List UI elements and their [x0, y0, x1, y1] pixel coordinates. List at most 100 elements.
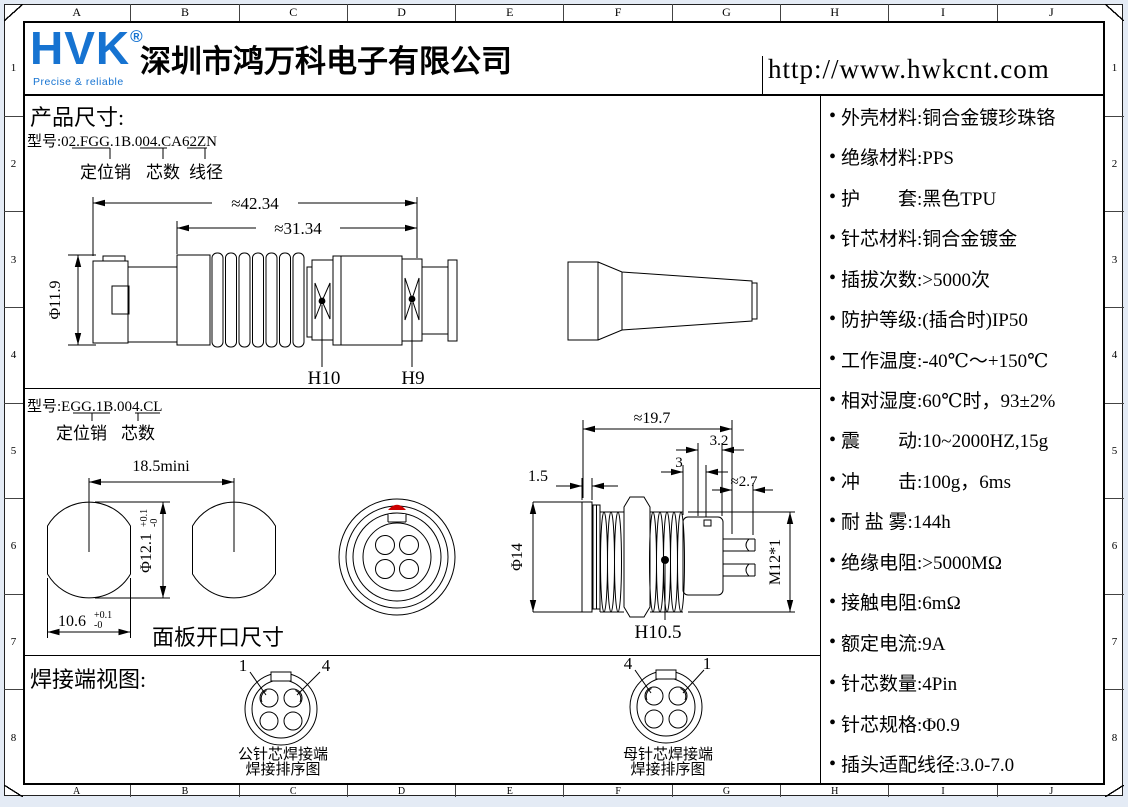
spec-item: • 防护等级:(插合时)IP50 — [822, 298, 1122, 338]
hvk-logo: HVK® — [30, 24, 143, 72]
bullet-icon: • — [829, 186, 837, 209]
grid-column-label: A — [23, 785, 132, 797]
dim-socket-hex: H10.5 — [635, 556, 681, 643]
keyway-notch — [387, 514, 407, 523]
dim-text-mid: ≈31.34 — [274, 219, 322, 238]
grid-column-label: F — [564, 785, 673, 797]
dim-text-flange-dia: Φ14 — [509, 543, 526, 571]
spec-panel-divider — [820, 96, 821, 785]
spec-list: • 外壳材料:铜合金镀珍珠铬 • 绝缘材料:PPS • 护 套:黑色TPU • … — [822, 96, 1122, 784]
bullet-icon: • — [829, 631, 837, 654]
spec-item: • 冲 击:100g，6ms — [822, 460, 1122, 500]
url-box-left-line — [762, 56, 763, 94]
spec-text: 插拔次数:>5000次 — [841, 269, 991, 291]
dim-text-2-7: ≈2.7 — [731, 474, 758, 490]
spec-item: • 针芯数量:4Pin — [822, 663, 1122, 703]
plug-drawing: ≈42.34 ≈31.34 Φ11.9 — [47, 147, 758, 389]
grid-row-label: 3 — [4, 212, 23, 308]
spec-text: 针芯规格:Φ0.9 — [841, 714, 960, 736]
spec-item: • 相对湿度:60℃时，93±2% — [822, 379, 1122, 419]
spec-text: 相对湿度:60℃时，93±2% — [841, 391, 1056, 413]
male-pin-label-b: 4 — [322, 656, 331, 675]
male-solder-view: 1 4 — [239, 656, 331, 746]
spec-text: 额定电流:9A — [841, 633, 946, 655]
male-caption-line1: 公针芯焊接端 — [237, 747, 328, 763]
dim-text-plate: 1.5 — [528, 468, 548, 485]
spec-text: 护 套:黑色TPU — [841, 188, 997, 210]
dim-tol-top: +0.1 — [139, 509, 150, 527]
grid-column-label: B — [131, 785, 240, 797]
grid-column-label: B — [131, 4, 240, 21]
male-pin-label-a: 1 — [239, 656, 248, 675]
grid-column-label: A — [23, 4, 132, 21]
dim-text-3: 3 — [675, 455, 683, 471]
socket-side-body — [581, 496, 756, 618]
callout-core-count: 芯数 — [146, 163, 180, 182]
dim-plug-diameter: Φ11.9 — [47, 254, 96, 346]
plug-body — [92, 252, 458, 348]
grid-row-label: 2 — [4, 117, 23, 213]
callout-locating-pin-2: 定位销 — [56, 424, 107, 443]
spec-item: • 接触电阻:6mΩ — [822, 582, 1122, 622]
female-solder-view: 4 1 — [624, 654, 712, 744]
grid-column-label: G — [673, 4, 782, 21]
corner-diagonal — [4, 4, 23, 21]
dim-cutout-dia: Φ12.1 +0.1 -0 — [138, 509, 160, 573]
socket-front-view — [338, 498, 456, 616]
dim-text-overall: ≈42.34 — [231, 194, 279, 213]
spec-text: 针芯材料:铜合金镀金 — [841, 229, 1018, 251]
corner-diagonal — [1105, 4, 1124, 21]
female-pin-label-b: 1 — [703, 654, 712, 673]
grid-column-label: H — [781, 4, 890, 21]
section1-title: 产品尺寸: — [30, 105, 125, 130]
spec-item: • 震 动:10~2000HZ,15g — [822, 420, 1122, 460]
dim-text-cutout-width: 10.6 — [58, 613, 86, 630]
dim-text-thread: M12*1 — [767, 539, 784, 585]
panel-cutout-label: 面板开口尺寸 — [152, 625, 285, 650]
callout-wire-dia: 线径 — [189, 163, 223, 182]
bullet-icon: • — [829, 671, 837, 694]
bullet-icon: • — [829, 226, 837, 249]
company-name: 深圳市鸿万科电子有限公司 — [140, 44, 512, 79]
spec-item: • 针芯规格:Φ0.9 — [822, 703, 1122, 743]
logo-text: HVK — [30, 22, 131, 74]
registered-mark-icon: ® — [130, 27, 143, 46]
spec-text: 绝缘电阻:>5000MΩ — [841, 552, 1003, 574]
spec-text: 针芯数量:4Pin — [841, 674, 958, 696]
grid-row-label: 3 — [1105, 212, 1124, 308]
female-caption-line2: 焊接排序图 — [630, 762, 706, 778]
dim-text-hex1: H10 — [308, 368, 341, 389]
spec-text: 防护等级:(插合时)IP50 — [841, 310, 1028, 332]
spec-item: • 绝缘电阻:>5000MΩ — [822, 541, 1122, 581]
spec-item: • 额定电流:9A — [822, 622, 1122, 662]
cutout-shape-2 — [192, 501, 276, 599]
grid-row-label: 7 — [1105, 595, 1124, 691]
solder-end-views: 1 4 4 1 — [239, 654, 712, 746]
bullet-icon: • — [829, 509, 837, 532]
female-caption-line1: 母针芯焊接端 — [622, 747, 713, 763]
grid-row-label: 6 — [1105, 499, 1124, 595]
plug-model-number: 型号:02.FGG.1B.004.CA62ZN — [27, 134, 218, 150]
grid-row-label: 5 — [4, 404, 23, 500]
grid-row-label: 1 — [1105, 21, 1124, 117]
model-callout-leaders-2 — [73, 412, 160, 421]
spec-text: 接触电阻:6mΩ — [841, 593, 961, 615]
grid-row-label: 4 — [4, 308, 23, 404]
dim-text-dia: Φ11.9 — [47, 280, 64, 319]
grid-column-label: D — [348, 4, 457, 21]
dim-overall-length: ≈42.34 — [92, 194, 418, 258]
dim-text-cutout-dia: Φ12.1 — [138, 533, 155, 573]
dim-2-7: ≈2.7 — [712, 474, 773, 535]
bullet-icon: • — [829, 428, 837, 451]
female-pin-label-a: 4 — [624, 654, 633, 673]
spec-text: 耐 盐 雾:144h — [841, 512, 951, 534]
grid-column-label: J — [1048, 5, 1054, 19]
hex2-marker-dot — [408, 295, 416, 303]
bullet-icon: • — [829, 348, 837, 371]
grid-row-label: 1 — [4, 21, 23, 117]
website-url: http://www.hwkcnt.com — [768, 54, 1050, 84]
dim-text-length: ≈19.7 — [634, 410, 671, 427]
